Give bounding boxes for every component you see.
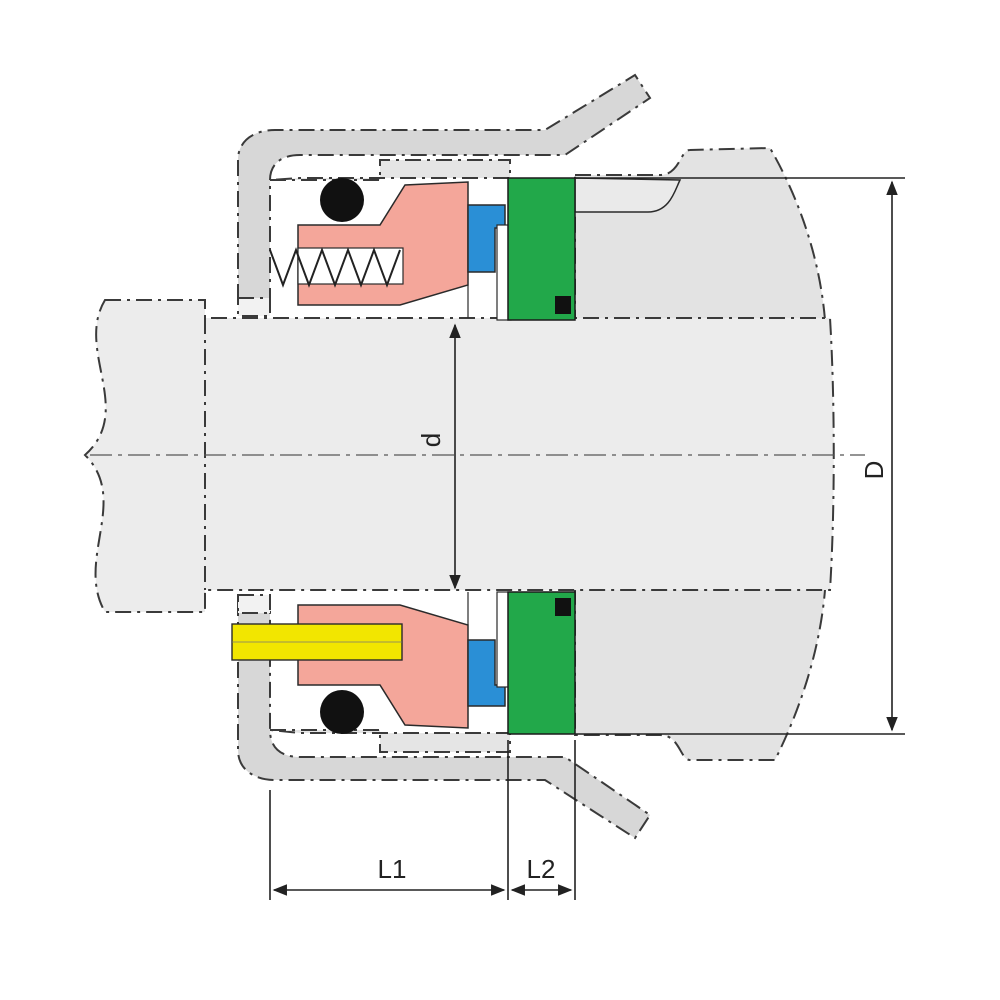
casing-gap-upper: [237, 297, 271, 317]
dim-L1-label: L1: [378, 854, 407, 884]
casing-gap-lower: [237, 594, 271, 614]
anti-rotation-pin-lower: [555, 598, 571, 616]
anti-rotation-pin-upper: [555, 296, 571, 314]
dim-L2-label: L2: [527, 854, 556, 884]
secondary-seal-upper: [467, 204, 506, 273]
o-ring-upper: [320, 178, 364, 222]
o-ring-lower: [320, 690, 364, 734]
shaft: [83, 299, 835, 613]
spring: [269, 247, 401, 288]
spring-cavity: [297, 247, 404, 285]
casing-inner-lip-lower: [269, 729, 511, 753]
gland-bore-upper: [574, 177, 682, 213]
dim-D-label: D: [859, 461, 889, 480]
dim-d-label: d: [416, 433, 446, 447]
casing-inner-lip-upper: [269, 159, 511, 181]
seal-casing-upper: [237, 73, 652, 301]
seal-casing-lower: [237, 599, 652, 840]
